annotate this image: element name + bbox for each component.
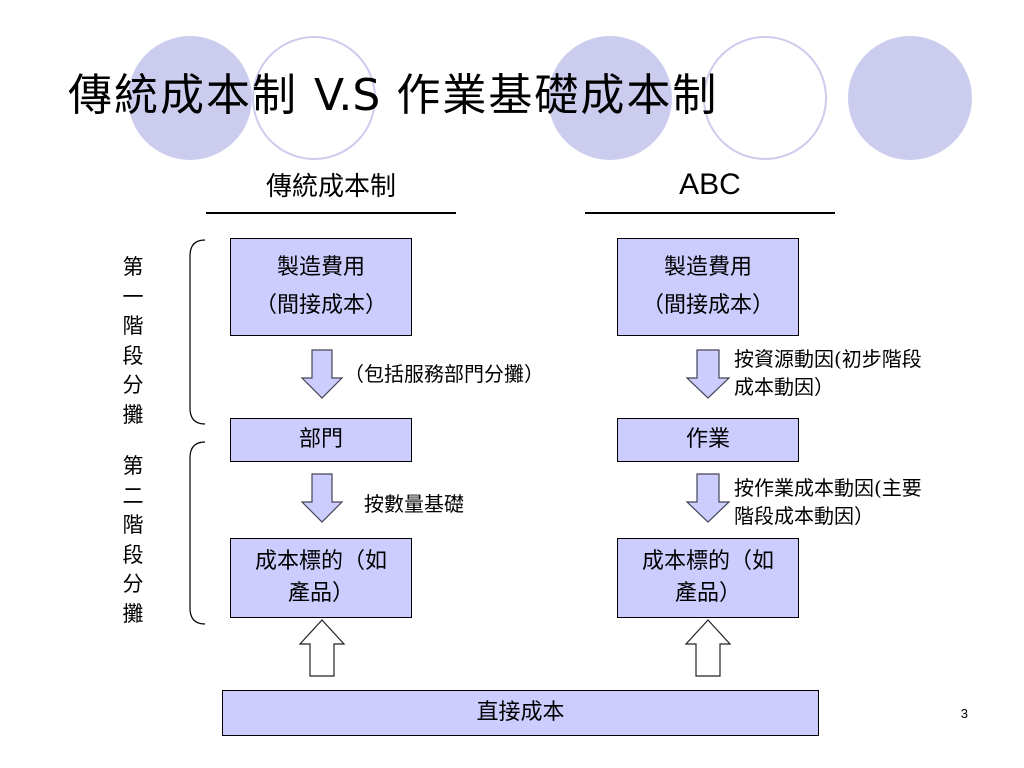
right-overhead-line-1: 製造費用	[663, 255, 752, 280]
first-stage-char-2: 一	[122, 284, 144, 309]
right-down-arrow-2	[685, 473, 731, 523]
right-overhead-line-2: （間接成本）	[641, 293, 774, 318]
second-stage-char-1: 第	[122, 454, 144, 478]
second-stage-char-6: 攤	[122, 601, 144, 626]
left-cost-object-line-2: 產品）	[287, 581, 354, 606]
left-heading-underline	[206, 212, 456, 214]
left-basis-note: 按數量基礎	[364, 492, 464, 516]
first-stage-char-5: 分	[122, 373, 144, 398]
right-activity-box: 作業	[617, 418, 799, 462]
right-cost-object-box: 成本標的（如 產品）	[617, 538, 799, 618]
right-heading-underline	[585, 212, 835, 214]
first-stage-char-4: 段	[122, 343, 144, 368]
right-driver-note-line-2: 成本動因）	[734, 375, 834, 399]
right-activity-note-line-2: 階段成本動因）	[734, 504, 874, 528]
second-stage-char-2: 二	[122, 483, 144, 508]
right-up-arrow	[684, 619, 732, 677]
first-stage-char-1: 第	[122, 255, 144, 279]
decor-circle-3	[548, 36, 672, 160]
left-department-box: 部門	[230, 418, 412, 462]
left-down-arrow-2	[300, 473, 344, 523]
right-driver-note: 按資源動因(初步階段 成本動因）	[734, 345, 922, 401]
right-activity-note: 按作業成本動因(主要 階段成本動因）	[734, 474, 922, 530]
decor-circle-5	[848, 36, 972, 160]
right-column-heading: ABC	[679, 168, 741, 201]
title-part-2: V.S	[314, 70, 381, 121]
left-cost-object-box: 成本標的（如 產品）	[230, 538, 412, 618]
second-stage-bracket	[189, 441, 206, 625]
decor-circle-2	[252, 36, 376, 160]
right-cost-object-line-1: 成本標的（如	[641, 549, 774, 574]
page-number: 3	[960, 706, 968, 721]
first-stage-bracket	[189, 239, 206, 425]
right-driver-note-line-1: 按資源動因(初步階段	[734, 347, 922, 371]
direct-cost-box: 直接成本	[222, 690, 819, 736]
left-overhead-box: 製造費用 （間接成本）	[230, 238, 412, 336]
left-down-arrow-1	[300, 349, 344, 399]
second-stage-char-3: 階	[122, 513, 144, 538]
left-up-arrow	[298, 619, 346, 677]
left-cost-object-line-1: 成本標的（如	[254, 549, 387, 574]
second-stage-char-5: 分	[122, 572, 144, 597]
slide-title: 傳統成本制 V.S 作業基礎成本制	[68, 66, 718, 126]
title-part-3: 作業基礎成本制	[380, 70, 719, 121]
left-overhead-line-2: （間接成本）	[254, 293, 387, 318]
left-department-label: 部門	[298, 427, 343, 452]
first-stage-char-6: 攤	[122, 402, 144, 427]
right-overhead-box: 製造費用 （間接成本）	[617, 238, 799, 336]
direct-cost-label: 直接成本	[476, 700, 565, 725]
left-column-heading: 傳統成本制	[265, 172, 396, 202]
first-stage-label: 第 一 階 段 分 攤	[118, 253, 148, 431]
first-stage-char-3: 階	[122, 314, 144, 339]
decor-circle-1	[128, 36, 252, 160]
title-part-1: 傳統成本制	[68, 70, 314, 121]
second-stage-label: 第 二 階 段 分 攤	[118, 452, 148, 630]
right-activity-label: 作業	[685, 427, 730, 452]
right-activity-note-line-1: 按作業成本動因(主要	[734, 476, 922, 500]
decor-circle-4	[703, 36, 827, 160]
right-cost-object-line-2: 產品）	[674, 581, 741, 606]
left-allocation-note: （包括服務部門分攤）	[344, 362, 544, 386]
left-overhead-line-1: 製造費用	[276, 255, 365, 280]
second-stage-char-4: 段	[122, 542, 144, 567]
right-down-arrow-1	[685, 349, 731, 399]
